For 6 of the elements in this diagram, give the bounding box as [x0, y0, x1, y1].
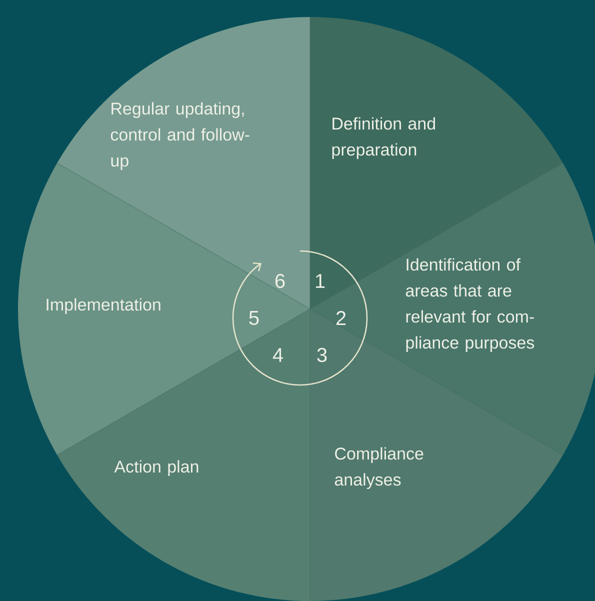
step-number: 3: [317, 348, 327, 362]
step-number: 1: [316, 274, 325, 288]
step-number: 2: [336, 311, 346, 325]
step-number: 6: [275, 274, 285, 288]
step-number: 5: [249, 311, 259, 325]
step-number: 4: [272, 348, 283, 362]
